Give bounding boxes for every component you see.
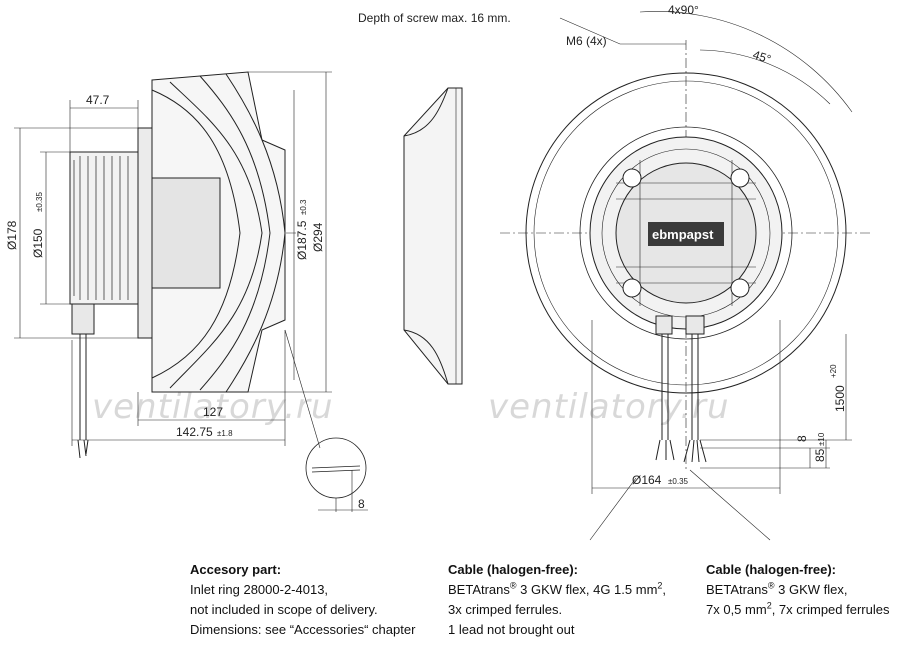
dim-d164-tol: ±0.35 — [668, 477, 689, 486]
watermark-left: ventilatory.ru — [92, 387, 334, 427]
dim-47-7: 47.7 — [86, 93, 110, 107]
accessory-line-1: Inlet ring 28000-2-4013, — [190, 582, 329, 597]
angle-45: 45° — [751, 48, 773, 67]
dim-d150: Ø150 — [31, 228, 45, 258]
cable2-line-1: BETAtrans® 3 GKW flex, — [706, 580, 848, 597]
dim-8: 8 — [795, 435, 809, 442]
dim-d150-tol: ±0.35 — [35, 191, 44, 212]
dim-d187-tol: ±0.3 — [299, 199, 308, 215]
dim-85-tol: ±10 — [817, 432, 826, 446]
cable-note-1: Cable (halogen-free): BETAtrans® 3 GKW f… — [448, 560, 666, 640]
dim-d164: Ø164 — [632, 473, 662, 487]
cable2-line-2: 7x 0,5 mm2, 7x crimped ferrules — [706, 600, 890, 617]
dim-142-75: 142.75 — [176, 425, 213, 439]
accessory-line-2: not included in scope of delivery. — [190, 602, 378, 617]
brand-plate: ebmpapst — [652, 227, 714, 242]
dim-d178: Ø178 — [5, 220, 19, 250]
dim-1500-tol: +20 — [829, 364, 838, 378]
dim-d294: Ø294 — [311, 222, 325, 252]
cable-note-2: Cable (halogen-free): BETAtrans® 3 GKW f… — [706, 560, 889, 620]
dim-142-75-tol: ±1.8 — [217, 429, 233, 438]
side-view — [14, 71, 332, 459]
dim-1500: 1500 — [833, 385, 847, 412]
accessory-note: Accesory part: Inlet ring 28000-2-4013, … — [190, 560, 415, 640]
dim-85: 85 — [813, 448, 827, 462]
detail-circle — [284, 329, 368, 512]
accessory-heading: Accesory part: — [190, 562, 282, 577]
accessory-line-3: Dimensions: see “Accessories“ chapter — [190, 622, 416, 637]
cable1-line-2: 3x crimped ferrules. — [448, 602, 563, 617]
inlet-ring — [403, 87, 463, 385]
screw-depth-note: Depth of screw max. 16 mm. — [358, 11, 511, 25]
thread-label: M6 (4x) — [566, 34, 607, 48]
front-view — [500, 11, 870, 541]
cable2-heading: Cable (halogen-free): — [706, 562, 837, 577]
cable1-heading: Cable (halogen-free): — [448, 562, 579, 577]
cable1-line-3: 1 lead not brought out — [448, 622, 575, 637]
cable1-line-1: BETAtrans® 3 GKW flex, 4G 1.5 mm2, — [448, 580, 667, 597]
dim-detail-8: 8 — [358, 497, 365, 511]
dim-d187: Ø187.5 — [295, 220, 309, 260]
watermark-right: ventilatory.ru — [488, 387, 730, 427]
dim-127: 127 — [203, 405, 223, 419]
angle-4x90: 4x90° — [668, 3, 699, 17]
